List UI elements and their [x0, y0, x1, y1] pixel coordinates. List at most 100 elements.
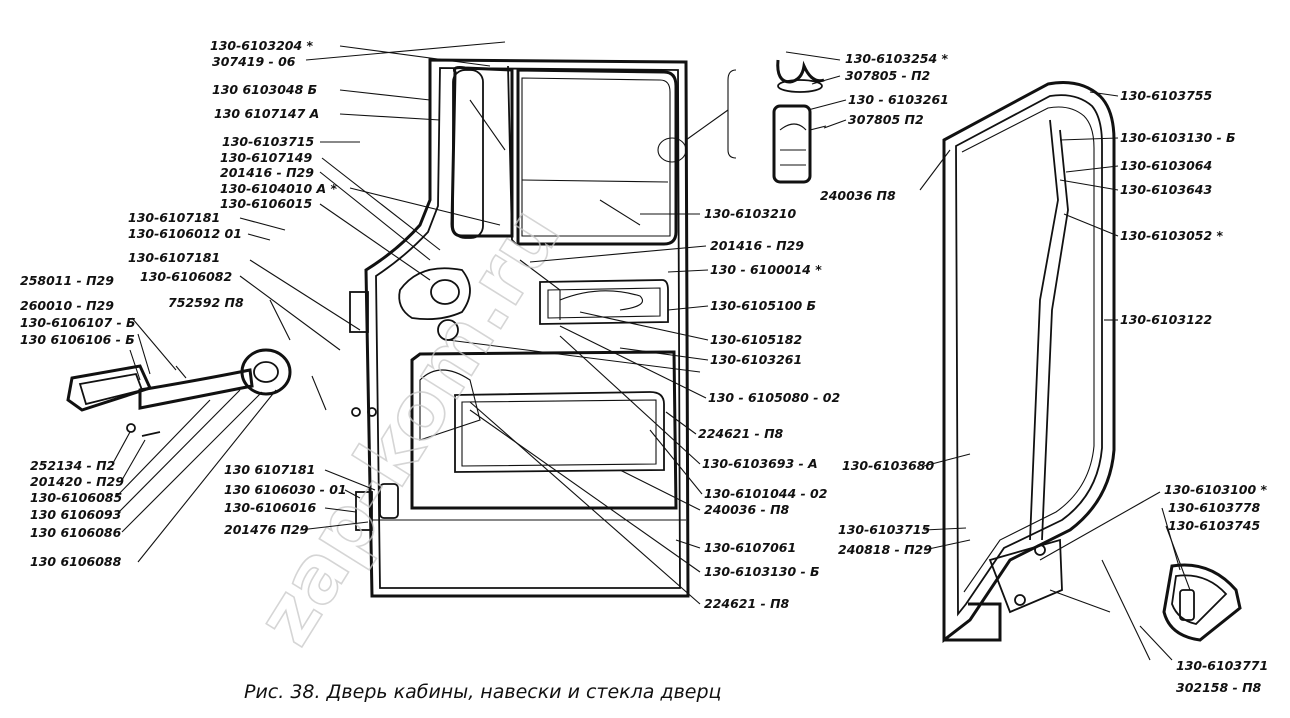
frame-bolt: [1014, 594, 1026, 606]
label-201420-p29: 201420 - П29: [30, 474, 124, 489]
label-130-6106082: 130-6106082: [140, 269, 232, 284]
glass-frame-channel: [961, 106, 1095, 593]
door-stop-pin: [351, 407, 361, 417]
frame-bolt-2: [1034, 544, 1046, 556]
label-130-6103715-b: 130-6103715: [838, 522, 930, 537]
center-post-2: [1041, 129, 1069, 541]
washer: [126, 423, 136, 433]
trim-panel-inner: [454, 391, 665, 473]
label-130-6103693: 130-6103693 - А: [702, 456, 818, 471]
glass-reflection: [469, 99, 641, 226]
inner-handle: [430, 279, 460, 305]
leader-lines: [111, 41, 1191, 661]
label-130-6107149: 130-6107149: [220, 150, 312, 165]
label-130-6100014: 130 - 6100014 *: [710, 262, 822, 277]
label-201416-p29-b: 201416 - П29: [710, 238, 804, 253]
label-130-6103254: 130-6103254 *: [845, 51, 949, 66]
label-130-6103771: 130-6103771: [1176, 658, 1268, 673]
detail-bracket: [727, 69, 737, 159]
glass-frame-inner: [955, 94, 1103, 617]
label-130-6103745: 130-6103745: [1168, 518, 1260, 533]
label-130-6105182: 130-6105182: [710, 332, 802, 347]
label-240036-p8-b: 240036 П8: [820, 188, 896, 203]
weatherstrip-detail: [657, 59, 827, 184]
vent-window-frame: [452, 69, 484, 239]
label-307419-06: 307419 - 06: [212, 54, 296, 69]
label-130-6106086: 130 6106086: [30, 525, 122, 540]
label-130-6106106: 130 6106106 - Б: [20, 332, 135, 347]
door-assembly: [349, 58, 701, 598]
hinge-pin: [1179, 589, 1195, 621]
label-130-6103715: 130-6103715: [222, 134, 314, 149]
label-130-6107181-b: 130-6107181: [128, 250, 220, 265]
label-752592-p8: 752592 П8: [168, 295, 244, 310]
label-130-6103778: 130-6103778: [1168, 500, 1260, 515]
label-224621-p8-a: 224621 - П8: [698, 426, 784, 441]
door-stop-pin-2: [367, 407, 377, 417]
regulator-mechanism: [559, 290, 644, 311]
label-252134-p2: 252134 - П2: [30, 458, 115, 473]
main-window: [516, 68, 678, 246]
label-258011-p29: 258011 - П29: [20, 273, 114, 288]
label-130-6103064: 130-6103064: [1120, 158, 1212, 173]
label-307805-p2-b: 307805 П2: [848, 112, 924, 127]
check-bracket-line: [311, 375, 327, 411]
main-window-inner: [521, 77, 671, 237]
label-224621-p8-b: 224621 - П8: [704, 596, 790, 611]
label-130-6106016: 130-6106016: [224, 500, 316, 515]
door-inner-outline: [375, 67, 681, 589]
door-check-roller-hub: [253, 361, 279, 383]
label-240036-p8-a: 240036 - П8: [704, 502, 790, 517]
weatherstrip-profile: [776, 59, 825, 84]
channel-tab: [809, 125, 827, 131]
label-130-6103052: 130-6103052 *: [1120, 228, 1224, 243]
door-check-arm: [138, 368, 254, 410]
label-130-6107147: 130 6107147 А: [214, 106, 319, 121]
watermark: zap-kom.ru: [240, 193, 578, 660]
label-130-6104010: 130-6104010 А *: [220, 181, 338, 196]
regulator-opening: [539, 279, 669, 325]
label-130-6103130-b: 130-6103130 - Б: [1120, 130, 1236, 145]
label-130-6103680: 130-6103680: [842, 458, 934, 473]
label-130-6105100: 130-6105100 Б: [710, 298, 816, 313]
glass-frame-assembly: [942, 81, 1242, 661]
weatherstrip-channel-detail: [779, 123, 807, 166]
hinge-bracket-inner: [1171, 574, 1228, 625]
hinge-leader: [1101, 559, 1151, 661]
division-bar: [507, 65, 517, 245]
upper-hinge: [349, 291, 369, 333]
detail-circle: [657, 137, 687, 163]
lower-hinge-cover: [379, 483, 399, 519]
screw: [141, 431, 161, 437]
spring-pin: [175, 365, 187, 379]
callout-labels: 130-6103204 * 307419 - 06 130 6103048 Б …: [20, 38, 1268, 695]
label-130-6106088: 130 6106088: [30, 554, 122, 569]
label-130-6103204: 130-6103204 *: [210, 38, 314, 53]
label-130-6101044: 130-6101044 - 02: [704, 486, 827, 501]
label-201476-p29: 201476 П29: [224, 522, 309, 537]
label-130-6103755: 130-6103755: [1120, 88, 1212, 103]
weatherstrip-base: [777, 79, 823, 93]
trim-panel-pocket: [461, 399, 657, 467]
trim-panel-corner: [419, 369, 481, 441]
lock-rod: [447, 339, 701, 373]
label-130-6106093: 130 6106093: [30, 507, 121, 522]
label-130-6103261-a: 130 - 6103261: [848, 92, 949, 107]
frame-foot: [944, 602, 1002, 642]
door-check-bracket: [66, 364, 153, 412]
label-307805-p2-a: 307805 - П2: [845, 68, 930, 83]
label-260010-p29: 260010 - П29: [20, 298, 114, 313]
inner-handle-recess: [398, 267, 471, 321]
label-130-6105080: 130 - 6105080 - 02: [708, 390, 840, 405]
glass-line: [521, 179, 669, 183]
label-130-6106107: 130-6106107 - Б: [20, 315, 136, 330]
trim-panel: [410, 350, 678, 510]
regulator-opening-inner: [547, 287, 661, 319]
lower-hinge: [355, 491, 373, 531]
door-check-roller: [240, 348, 292, 396]
label-130-6106015: 130-6106015: [220, 196, 312, 211]
figure-caption: Рис. 38. Дверь кабины, навески и стекла …: [244, 681, 721, 703]
glass-frame-outline: [942, 81, 1116, 644]
